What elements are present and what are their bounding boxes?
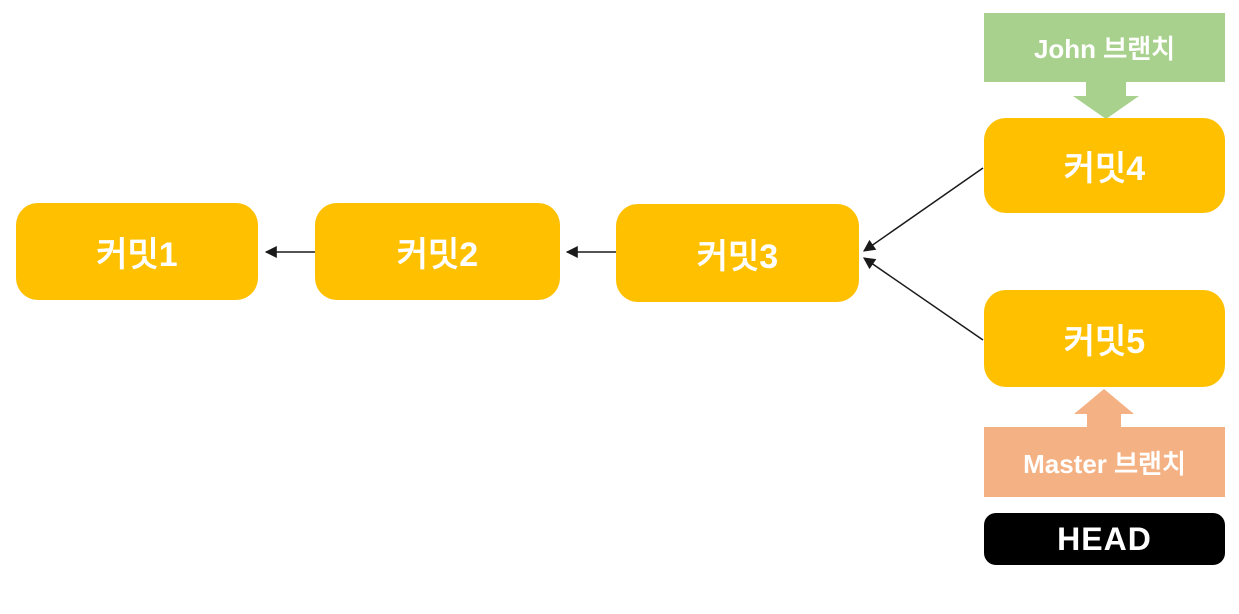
commit-node-4: 커밋4 [984,118,1225,213]
head-label-box: HEAD [984,513,1225,565]
commit-5-label: 커밋5 [1063,323,1146,361]
master-branch-label-box: Master 브랜치 [984,427,1225,497]
master-branch-label: Master 브랜치 [1023,448,1186,479]
commit-2-label: 커밋2 [396,236,479,274]
commit-3-label: 커밋3 [696,237,779,276]
commit-4-label: 커밋4 [1063,150,1146,188]
head-label: HEAD [1057,520,1152,557]
john-branch-down-arrow [1073,82,1139,119]
john-branch-label: John 브랜치 [1033,34,1176,64]
commit-1-label: 커밋1 [96,236,178,274]
commit-node-1: 커밋1 [16,203,258,300]
master-branch-up-arrow [1074,389,1134,427]
commit-node-5: 커밋5 [984,290,1225,387]
commit-node-3: 커밋3 [616,204,859,302]
john-branch-label-box: John 브랜치 [984,13,1225,82]
commit-node-2: 커밋2 [315,203,560,300]
edge-arrow-commit4-to-commit3 [863,167,984,252]
edge-arrow-commit5-to-commit3 [863,257,984,341]
